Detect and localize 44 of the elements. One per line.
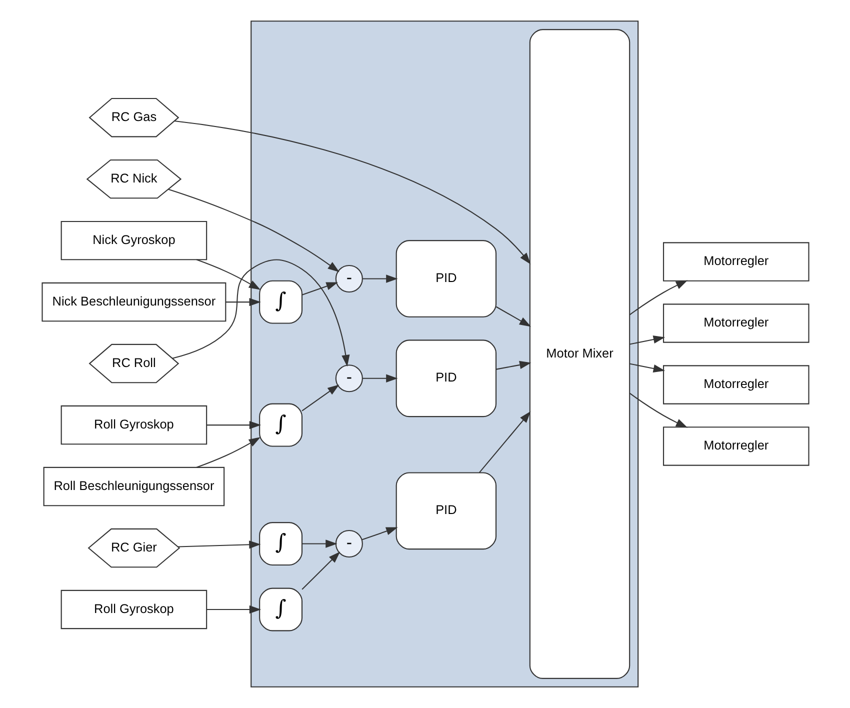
arrow <box>496 360 531 370</box>
arrow <box>174 120 530 264</box>
arrow <box>362 274 398 283</box>
cluster <box>250 20 638 688</box>
arrow <box>629 363 665 373</box>
node-box: Motorregler <box>662 426 809 466</box>
arrow <box>168 188 339 272</box>
arrow <box>196 437 260 468</box>
arrow <box>172 259 350 367</box>
arrow <box>495 306 531 327</box>
node-circle: - <box>334 264 362 292</box>
node-circle: - <box>334 530 362 558</box>
arrow <box>362 374 398 382</box>
arrow <box>178 540 260 549</box>
node-box: Motorregler <box>662 304 809 343</box>
arrow <box>206 420 261 430</box>
node-box: Roll Gyroskop <box>60 405 207 445</box>
node-box: ∫ <box>258 403 302 447</box>
arrow <box>361 527 398 540</box>
arrow <box>629 280 688 316</box>
node-box: Nick Beschleunigungssensor <box>41 282 226 322</box>
arrow <box>196 259 260 290</box>
node-box: Motorregler <box>662 365 809 404</box>
node-circle: - <box>334 364 362 392</box>
arrow <box>301 552 340 590</box>
node-box: PID <box>395 340 496 418</box>
node-box: PID <box>395 472 496 550</box>
arrow <box>225 298 260 306</box>
node-box: Motorregler <box>662 242 809 282</box>
arrow <box>302 540 337 548</box>
node-box: Nick Gyroskop <box>60 220 207 260</box>
arrow <box>301 384 339 412</box>
node-box: Roll Beschleunigungssensor <box>42 466 224 506</box>
node-box: PID <box>395 240 496 318</box>
arrow <box>629 392 688 428</box>
node-box: Motor Mixer <box>528 29 630 679</box>
arrow <box>629 335 665 345</box>
arrow <box>478 411 530 473</box>
node-box: Roll Gyroskop <box>60 590 207 630</box>
arrow <box>206 605 261 614</box>
node-box: ∫ <box>258 522 302 566</box>
node-box: ∫ <box>258 280 302 324</box>
node-box: ∫ <box>258 588 302 632</box>
arrow <box>301 282 338 296</box>
